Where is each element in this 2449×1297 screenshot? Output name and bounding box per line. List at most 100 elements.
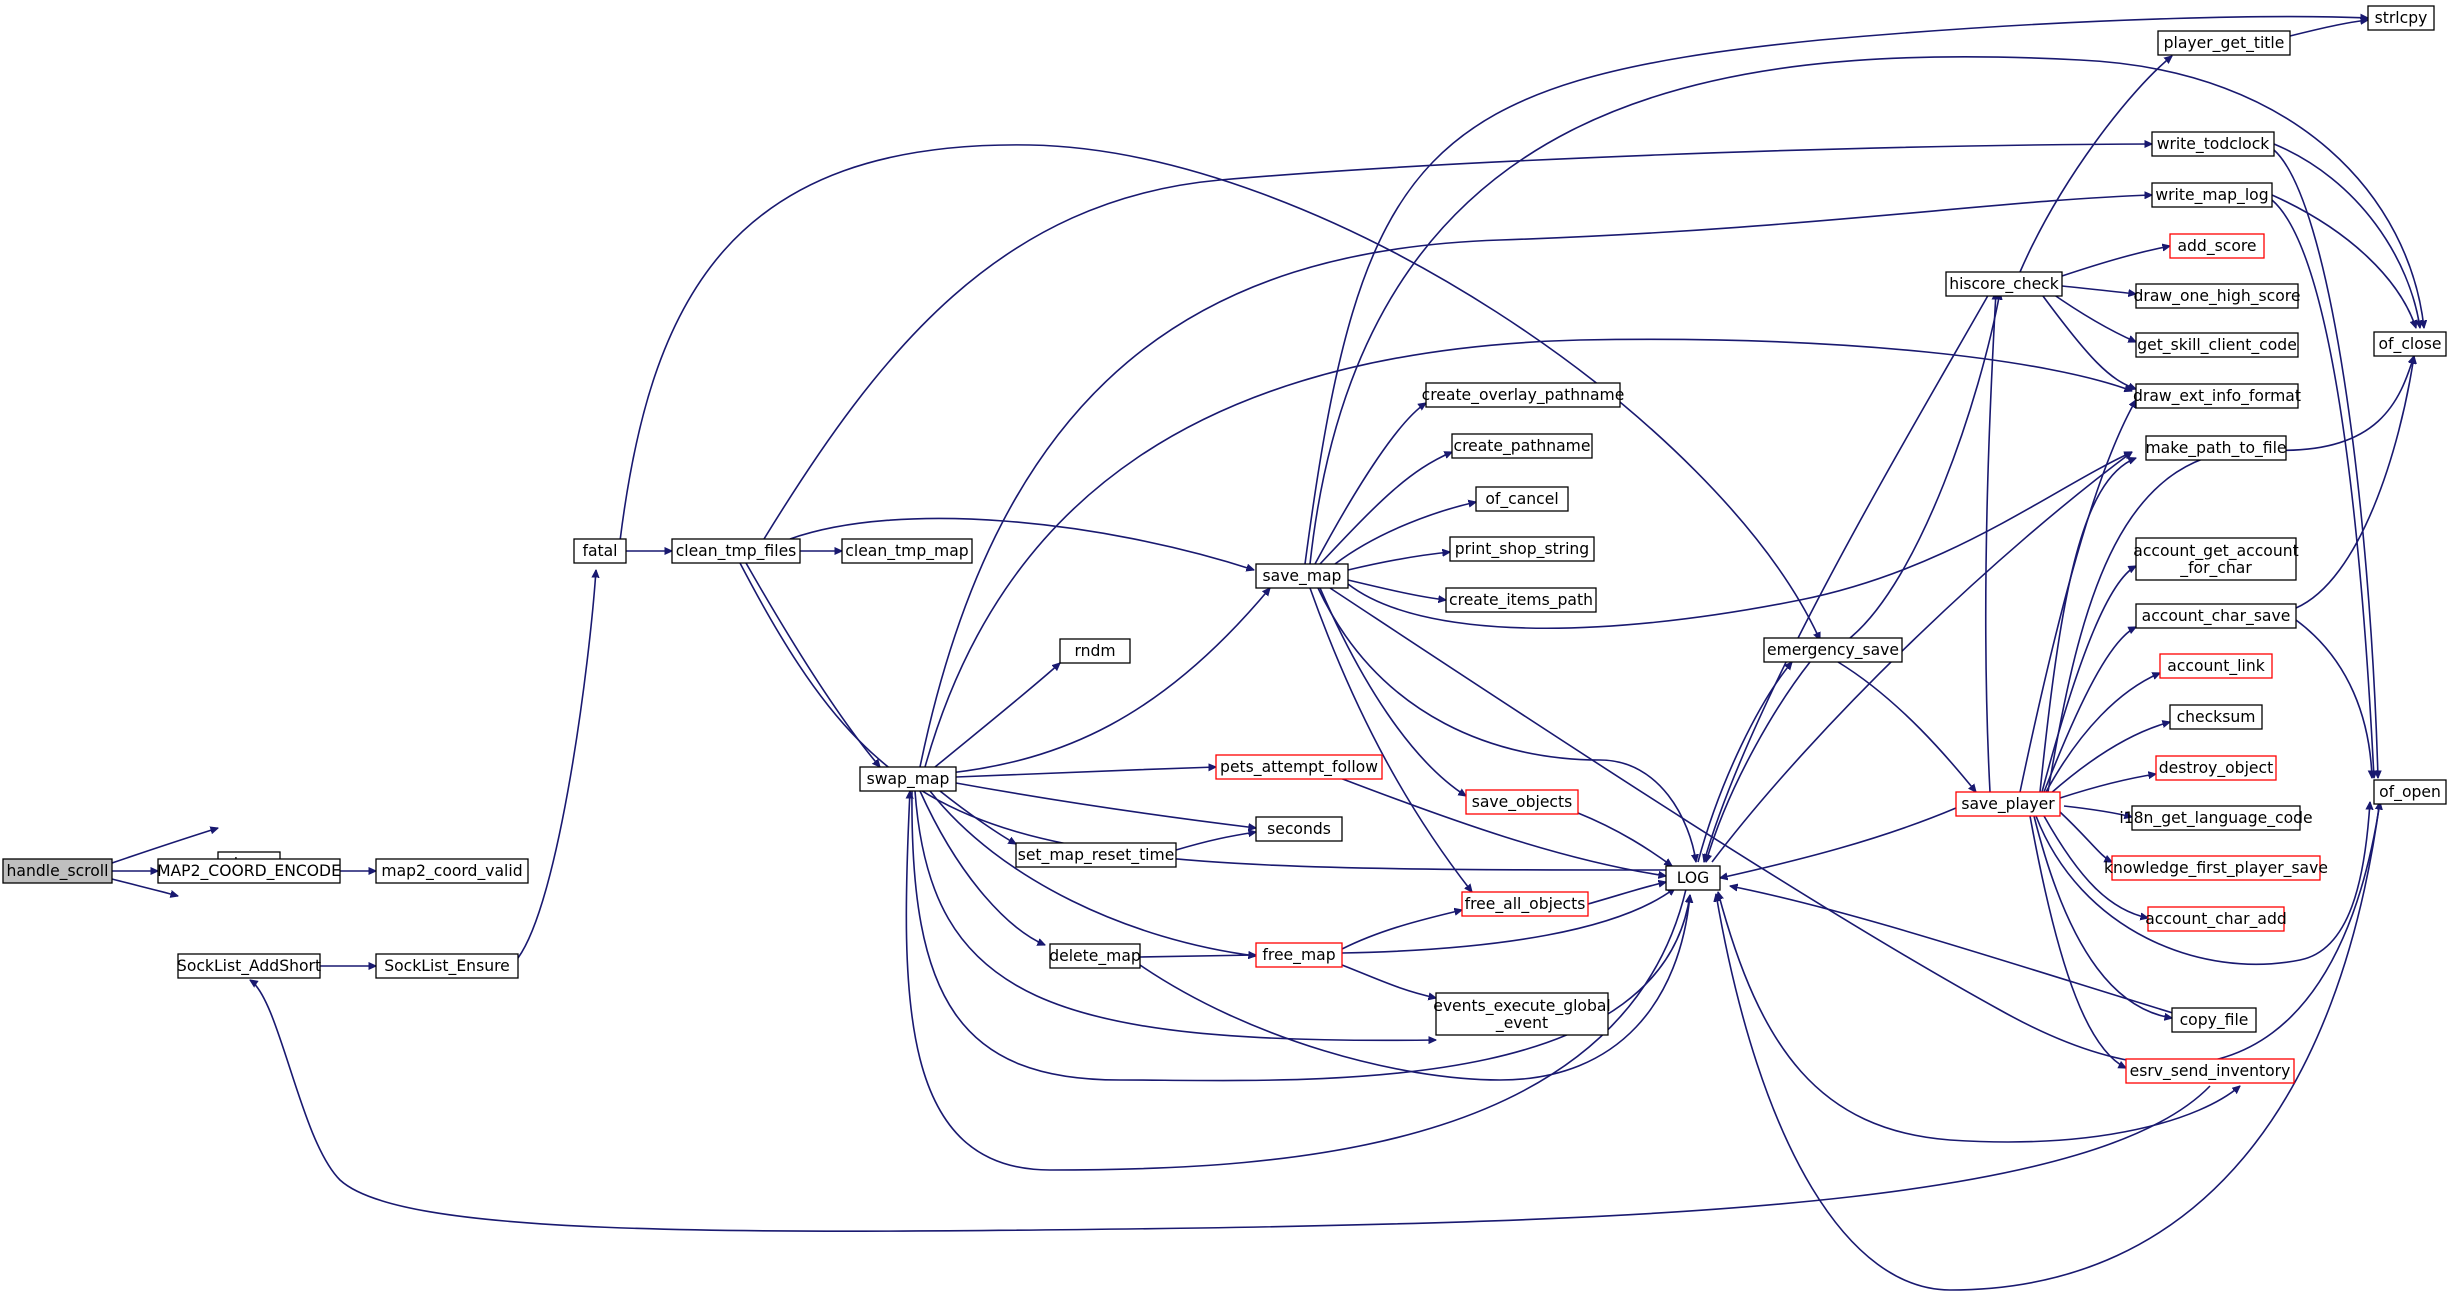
nodes: handle_scroll clamp MAP2_COORD_ENCODE ma… — [2, 5, 2447, 1084]
edge-swap-map-seconds — [955, 782, 1256, 828]
edge-save-player-destroy — [2059, 774, 2156, 799]
edge-emergency-save-hiscore — [1849, 292, 2000, 639]
node-make-path-to-file[interactable]: make_path_to_file — [2145, 435, 2287, 461]
edge-clean-tmp-files-swap-map — [745, 562, 880, 767]
edge-hiscore-draw-ext — [2039, 291, 2136, 389]
edge-clean-tmp-files-save-map — [789, 517, 1254, 570]
node-i18n-get-language-code[interactable]: i18n_get_language_code — [2119, 805, 2313, 831]
node-fatal[interactable]: fatal — [573, 538, 627, 564]
edge-save-player-of-open — [2035, 802, 2370, 966]
node-of-close[interactable]: of_close — [2373, 331, 2447, 357]
node-label: set_map_reset_time — [1018, 846, 1175, 865]
node-print-shop-string[interactable]: print_shop_string — [1449, 536, 1595, 562]
node-map2-coord-encode[interactable]: MAP2_COORD_ENCODE — [157, 858, 341, 884]
edge-save-player-esrv — [2029, 815, 2126, 1069]
edge-pets-log — [1339, 777, 1666, 876]
edge-save-player-knowledge — [2059, 811, 2112, 863]
node-get-skill-client-code[interactable]: get_skill_client_code — [2135, 332, 2299, 358]
edge-swap-map-rndm — [934, 663, 1060, 768]
node-save-objects[interactable]: save_objects — [1465, 789, 1579, 815]
node-create-overlay-pathname[interactable]: create_overlay_pathname — [1422, 382, 1625, 408]
node-label: write_map_log — [2155, 186, 2268, 205]
edge-account-char-save-of-close — [2295, 356, 2414, 609]
node-write-todclock[interactable]: write_todclock — [2151, 131, 2275, 157]
edge-fatal-emergency-save — [619, 144, 1821, 640]
edge-free-map-log — [1341, 888, 1675, 954]
node-socklist-ensure[interactable]: SockList_Ensure — [375, 953, 519, 979]
edge-hiscore-skill-code — [2049, 291, 2136, 343]
node-swap-map[interactable]: swap_map — [859, 766, 957, 792]
node-label: of_cancel — [1485, 490, 1558, 509]
node-clean-tmp-files[interactable]: clean_tmp_files — [671, 538, 801, 564]
node-create-items-path[interactable]: create_items_path — [1445, 587, 1597, 613]
node-of-cancel[interactable]: of_cancel — [1475, 486, 1569, 512]
node-strlcpy[interactable]: strlcpy — [2367, 5, 2435, 31]
edge-save-objects-log — [1577, 812, 1672, 866]
node-label: knowledge_first_player_save — [2104, 859, 2328, 878]
node-create-pathname[interactable]: create_pathname — [1451, 433, 1593, 459]
node-label: pets_attempt_follow — [1220, 758, 1378, 777]
edge-save-player-copy-file — [2033, 815, 2172, 1018]
edge-write-todclock-of-close — [2273, 143, 2420, 328]
node-draw-one-high-score[interactable]: draw_one_high_score — [2134, 283, 2301, 309]
node-destroy-object[interactable]: destroy_object — [2155, 755, 2277, 781]
node-seconds[interactable]: seconds — [1255, 816, 1343, 842]
edge-write-map-log-of-close — [2271, 194, 2416, 328]
node-write-map-log[interactable]: write_map_log — [2151, 182, 2273, 208]
node-add-score[interactable]: add_score — [2169, 233, 2265, 259]
node-knowledge-first-player-save[interactable]: knowledge_first_player_save — [2104, 855, 2328, 881]
node-label-line2: _for_char — [2179, 559, 2252, 578]
node-free-map[interactable]: free_map — [1255, 942, 1343, 968]
node-label: LOG — [1677, 869, 1710, 887]
node-clean-tmp-map[interactable]: clean_tmp_map — [841, 538, 973, 564]
node-account-char-add[interactable]: account_char_add — [2145, 906, 2287, 932]
edge-save-map-of-close — [1309, 55, 2424, 565]
edge-free-map-events — [1341, 964, 1436, 998]
node-handle-scroll[interactable]: handle_scroll — [2, 858, 113, 884]
node-account-link[interactable]: account_link — [2159, 653, 2273, 679]
node-socklist-addshort[interactable]: SockList_AddShort — [177, 953, 321, 979]
edge-free-all-objects-log — [1587, 882, 1666, 905]
node-pets-attempt-follow[interactable]: pets_attempt_follow — [1215, 754, 1383, 780]
node-rndm[interactable]: rndm — [1059, 638, 1131, 664]
edge-log-emergency-save — [1697, 662, 1792, 863]
node-events-execute-global-event[interactable]: events_execute_global _event — [1433, 992, 1611, 1036]
node-emergency-save[interactable]: emergency_save — [1763, 637, 1903, 663]
node-label: of_close — [2379, 335, 2442, 354]
node-log[interactable]: LOG — [1665, 865, 1721, 891]
node-account-char-save[interactable]: account_char_save — [2135, 603, 2297, 629]
node-of-open[interactable]: of_open — [2373, 779, 2447, 805]
edge-swap-map-clean-tmp-files — [739, 562, 1691, 1171]
node-hiscore-check[interactable]: hiscore_check — [1945, 271, 2063, 297]
edge-save-player-log — [1720, 807, 1957, 878]
edge-hiscore-add-score — [2061, 246, 2170, 277]
node-label: of_open — [2379, 783, 2441, 802]
node-draw-ext-info-format[interactable]: draw_ext_info_format — [2133, 383, 2301, 409]
edge-swap-map-write-map-log — [919, 195, 2152, 768]
node-map2-coord-valid[interactable]: map2_coord_valid — [375, 858, 529, 884]
edge-save-map-make-path — [1347, 451, 2132, 630]
node-save-map[interactable]: save_map — [1255, 563, 1349, 589]
node-label-line1: events_execute_global — [1433, 997, 1611, 1016]
node-checksum[interactable]: checksum — [2169, 704, 2263, 730]
node-label: i18n_get_language_code — [2119, 809, 2312, 828]
node-set-map-reset-time[interactable]: set_map_reset_time — [1015, 842, 1177, 868]
node-account-get-account-for-char[interactable]: account_get_account _for_char — [2133, 537, 2299, 581]
node-delete-map[interactable]: delete_map — [1049, 943, 1141, 969]
edge-clean-tmp-files-write-todclock — [763, 144, 2152, 540]
node-copy-file[interactable]: copy_file — [2171, 1007, 2257, 1033]
edge-save-map-of-cancel — [1334, 502, 1476, 565]
edge-save-player-i18n — [2063, 805, 2132, 817]
edge-save-player-account-get — [2041, 565, 2136, 793]
node-player-get-title[interactable]: player_get_title — [2157, 30, 2291, 56]
edge-handle-scroll-socklist-addshort — [111, 878, 178, 896]
edge-hiscore-draw-one — [2061, 285, 2136, 294]
node-label: write_todclock — [2157, 135, 2270, 154]
edge-save-player-account-char-save — [2043, 626, 2136, 793]
node-label: copy_file — [2180, 1011, 2249, 1030]
node-esrv-send-inventory[interactable]: esrv_send_inventory — [2125, 1058, 2295, 1084]
node-free-all-objects[interactable]: free_all_objects — [1461, 891, 1589, 917]
edge-delete-map-free-map — [1139, 955, 1256, 957]
edge-player-get-title-strlcpy — [2289, 20, 2368, 37]
node-save-player[interactable]: save_player — [1955, 791, 2061, 817]
